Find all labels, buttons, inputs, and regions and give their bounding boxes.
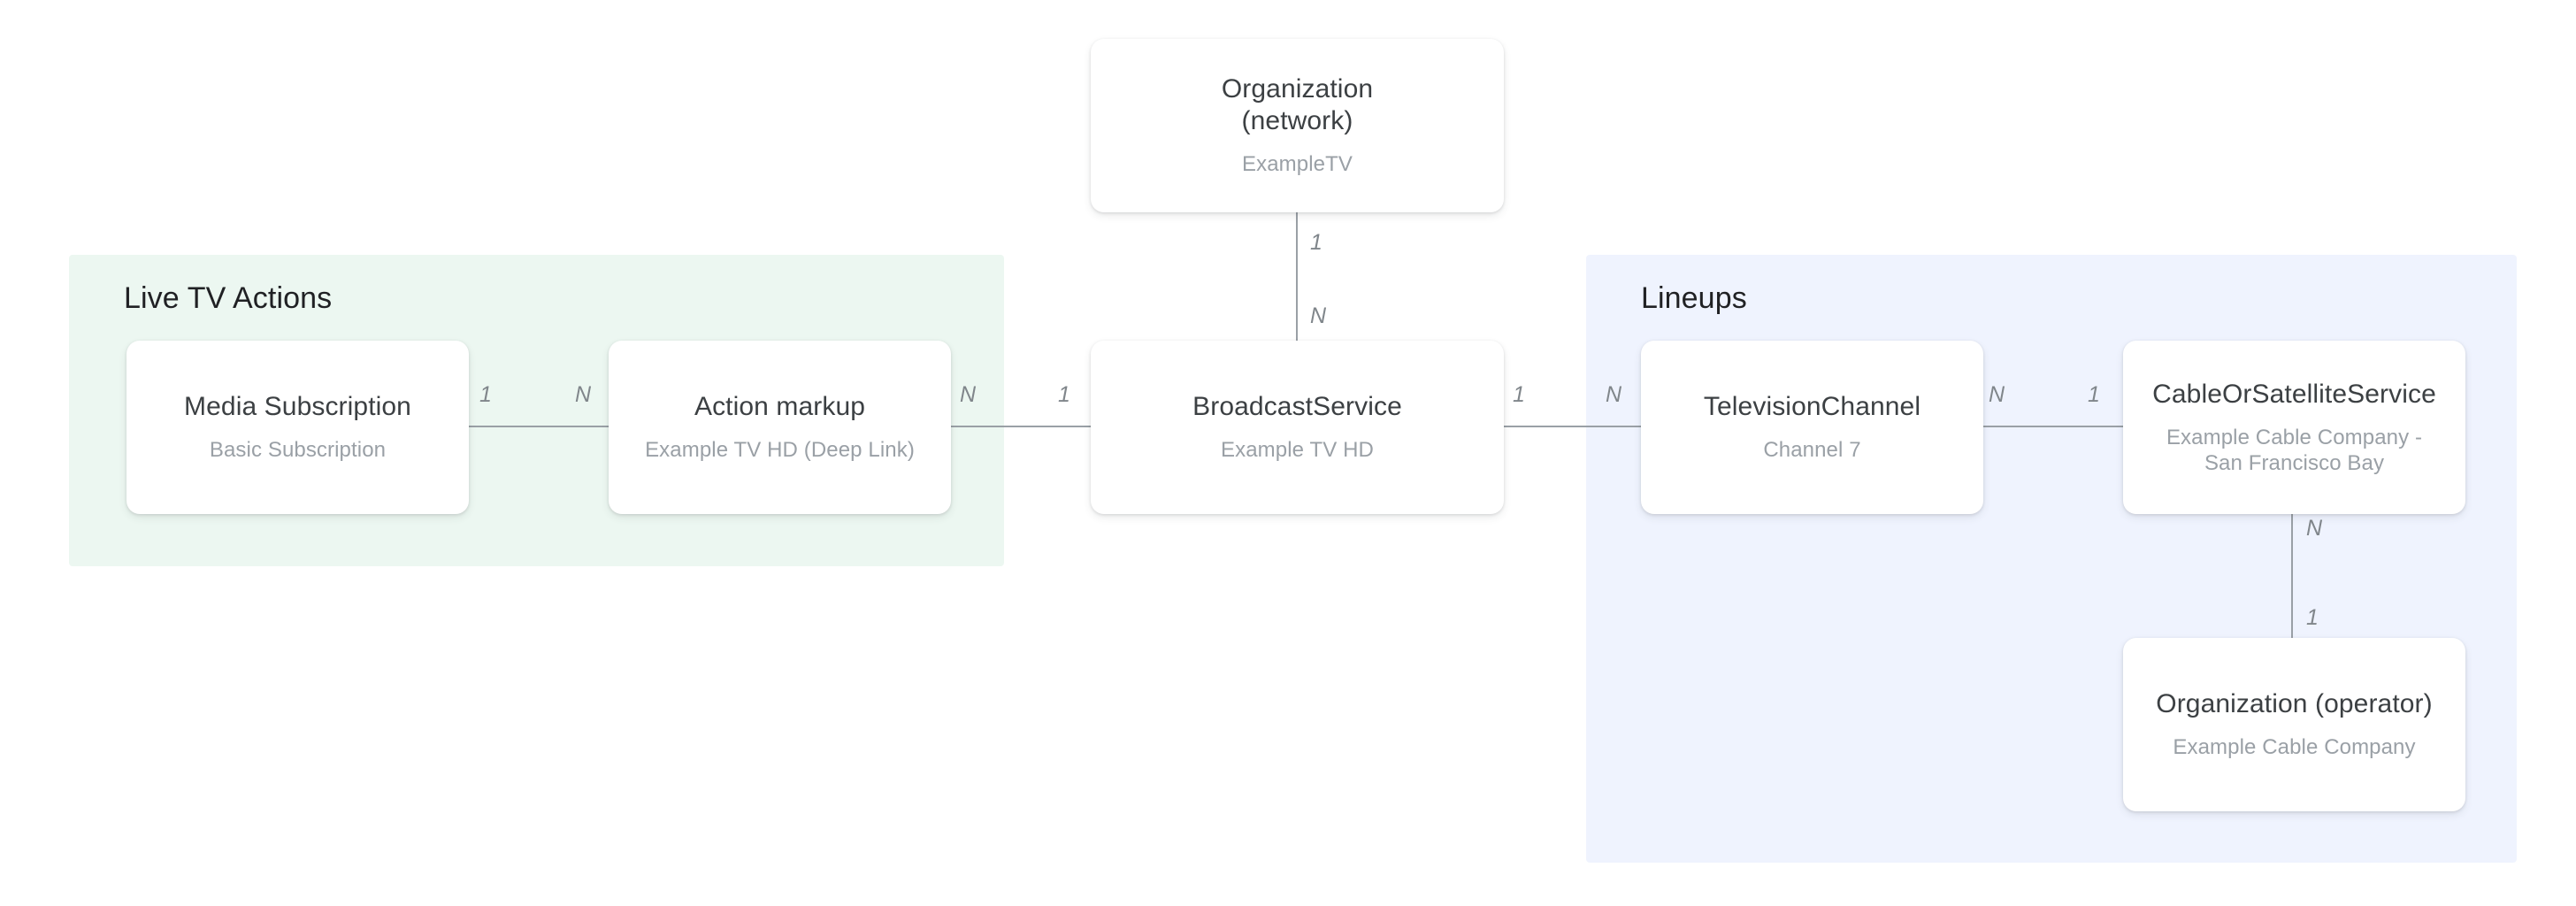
- node-title: Organization (network): [1221, 74, 1374, 136]
- node-title: Action markup: [694, 392, 866, 422]
- edge-action-markup-to-broadcast-service: [947, 426, 1094, 427]
- node-subtitle: ExampleTV: [1242, 152, 1353, 177]
- cardinality-label: N: [1606, 382, 1622, 407]
- cardinality-label: N: [575, 382, 592, 407]
- node-title: BroadcastService: [1192, 392, 1402, 422]
- node-organization-network[interactable]: Organization (network) ExampleTV: [1091, 39, 1504, 212]
- cardinality-label: N: [1989, 382, 2005, 407]
- cardinality-label: 1: [479, 382, 492, 407]
- node-action-markup[interactable]: Action markup Example TV HD (Deep Link): [609, 341, 951, 514]
- node-subtitle: Example TV HD: [1221, 438, 1374, 463]
- cardinality-label: 1: [1310, 230, 1322, 255]
- cardinality-label: 1: [1058, 382, 1070, 407]
- node-subtitle: Example Cable Company - San Francisco Ba…: [2166, 425, 2423, 475]
- node-subtitle: Example Cable Company: [2173, 735, 2416, 760]
- cardinality-label: N: [1310, 303, 1327, 328]
- edge-cable-or-satellite-service-to-organization-operator: [2291, 511, 2293, 641]
- node-subtitle: Example TV HD (Deep Link): [645, 438, 915, 463]
- cardinality-label: 1: [2306, 605, 2319, 630]
- node-organization-operator[interactable]: Organization (operator) Example Cable Co…: [2123, 638, 2465, 811]
- node-title: Media Subscription: [184, 392, 411, 422]
- node-title: CableOrSatelliteService: [2152, 379, 2436, 409]
- node-media-subscription[interactable]: Media Subscription Basic Subscription: [126, 341, 469, 514]
- node-title: Organization (operator): [2156, 689, 2433, 719]
- edge-media-subscription-to-action-markup: [466, 426, 612, 427]
- edge-organization-network-to-broadcast-service: [1296, 212, 1298, 341]
- node-subtitle: Basic Subscription: [209, 438, 387, 463]
- panel-title-live-tv-actions: Live TV Actions: [124, 281, 333, 315]
- node-subtitle: Channel 7: [1763, 438, 1861, 463]
- edge-television-channel-to-cable-or-satellite-service: [1979, 426, 2127, 427]
- node-cable-or-satellite-service[interactable]: CableOrSatelliteService Example Cable Co…: [2123, 341, 2465, 514]
- node-title: TelevisionChannel: [1703, 392, 1921, 422]
- cardinality-label: N: [960, 382, 977, 407]
- edge-broadcast-service-to-television-channel: [1499, 426, 1645, 427]
- cardinality-label: N: [2306, 516, 2323, 541]
- node-broadcast-service[interactable]: BroadcastService Example TV HD: [1091, 341, 1504, 514]
- panel-title-lineups: Lineups: [1641, 281, 1747, 315]
- node-television-channel[interactable]: TelevisionChannel Channel 7: [1641, 341, 1983, 514]
- cardinality-label: 1: [2088, 382, 2100, 407]
- cardinality-label: 1: [1513, 382, 1525, 407]
